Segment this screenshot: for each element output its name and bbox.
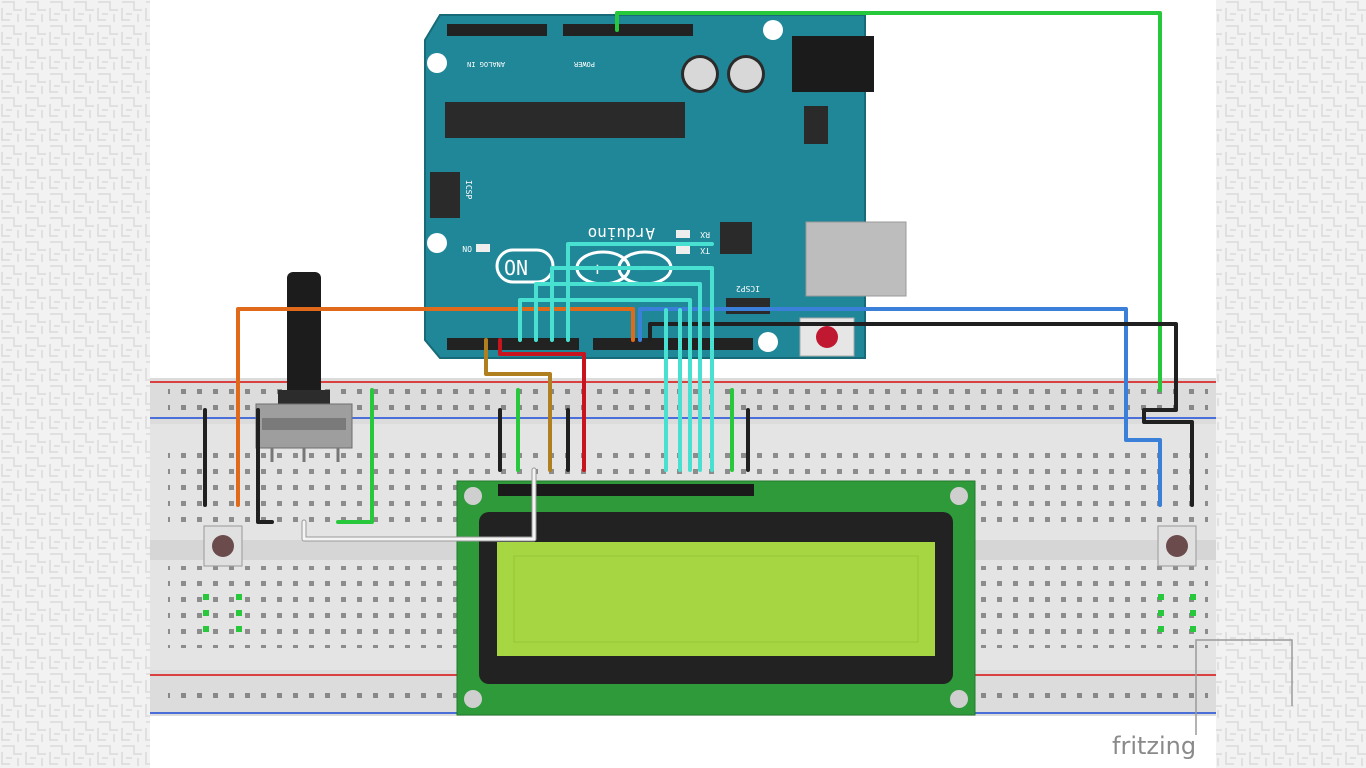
icsp2-header xyxy=(726,298,770,314)
analog-header xyxy=(447,24,547,36)
icsp-label: ICSP xyxy=(464,180,473,199)
on-led-label: ON xyxy=(462,244,472,253)
power-jack xyxy=(792,36,874,92)
mounting-hole xyxy=(763,20,783,40)
rx-label: RX xyxy=(700,230,710,239)
lcd-character-area xyxy=(513,555,919,643)
wire-black-pot[interactable] xyxy=(256,408,274,524)
tx-led xyxy=(676,246,690,254)
push-button-left[interactable] xyxy=(203,525,243,567)
usb-chip xyxy=(720,222,752,254)
push-button-right[interactable] xyxy=(1157,525,1197,567)
wire-green-pot[interactable] xyxy=(336,388,374,524)
wire-red[interactable] xyxy=(498,338,586,472)
lcd-pin-header xyxy=(498,484,754,496)
usb-port xyxy=(805,221,907,297)
arduino-brand-text: Arduino xyxy=(588,224,655,243)
left-border-pattern xyxy=(0,0,150,768)
potentiometer[interactable] xyxy=(255,272,353,462)
wire-cyan-2[interactable] xyxy=(534,282,702,472)
icsp-header xyxy=(430,172,460,218)
mounting-hole xyxy=(427,233,447,253)
analog-in-label: ANALOG IN xyxy=(467,60,505,68)
icsp2-label: ICSP2 xyxy=(736,284,760,293)
mounting-hole xyxy=(464,690,482,708)
fritzing-logo-text: fritzing xyxy=(1112,732,1196,760)
reset-button-cap xyxy=(816,326,838,348)
power-header xyxy=(563,24,693,36)
wire-orange[interactable] xyxy=(236,307,635,507)
potentiometer-shaft xyxy=(287,272,321,398)
wire-cyan-4[interactable] xyxy=(566,242,714,342)
on-logo-text: ON xyxy=(504,256,528,280)
lcd-screen xyxy=(497,542,935,656)
wire-brown[interactable] xyxy=(484,338,552,472)
digital-header-right xyxy=(593,338,753,350)
wire-5v-green[interactable] xyxy=(615,11,1162,392)
mounting-hole xyxy=(427,53,447,73)
rx-led xyxy=(676,230,690,238)
mounting-hole xyxy=(464,487,482,505)
voltage-regulator xyxy=(804,106,828,144)
right-border-pattern xyxy=(1216,0,1366,768)
wire-cyan-1[interactable] xyxy=(518,298,692,472)
mounting-hole xyxy=(950,487,968,505)
on-led xyxy=(476,244,490,252)
tx-label: TX xyxy=(700,246,710,255)
mounting-hole xyxy=(758,332,778,352)
atmega-chip xyxy=(445,102,685,138)
fritzing-watermark: fritzing xyxy=(1112,639,1293,760)
digital-header-left xyxy=(447,338,579,350)
mounting-hole xyxy=(950,690,968,708)
wire-gnd-black[interactable] xyxy=(648,322,1194,507)
wire-contrast-white[interactable] xyxy=(302,468,536,541)
wire-cyan-3[interactable] xyxy=(550,266,714,472)
lcd-16x2[interactable] xyxy=(456,480,976,716)
arduino-board[interactable]: ANALOG IN POWER ICSP ICSP2 ON RX TX ON xyxy=(424,14,907,359)
wire-blue[interactable] xyxy=(638,307,1162,507)
connected-hole-markers xyxy=(203,594,1196,632)
power-label: POWER xyxy=(573,60,595,68)
